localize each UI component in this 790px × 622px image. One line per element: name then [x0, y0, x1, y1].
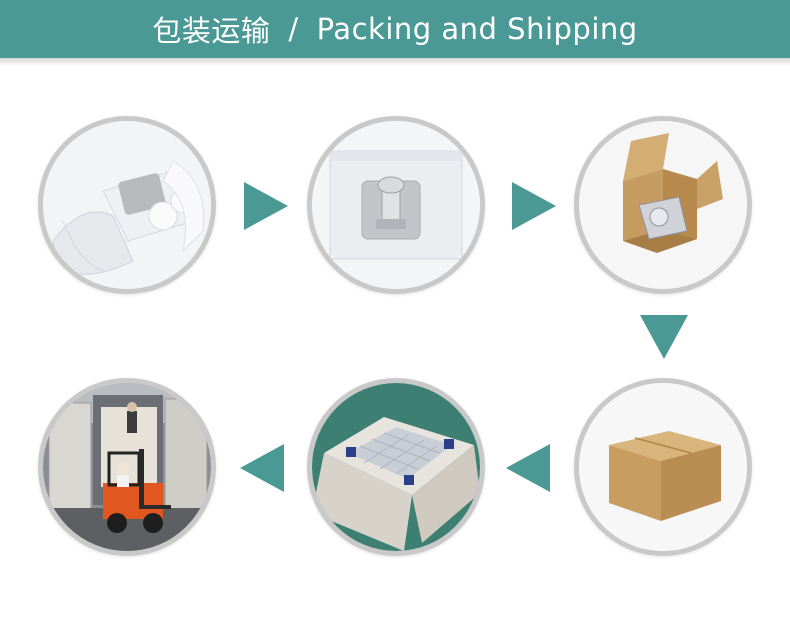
arrow-right-icon [244, 182, 288, 230]
step-wrap-hook [38, 116, 216, 294]
bagged-hook-illustration [312, 121, 480, 289]
step-bagged-hook [307, 116, 485, 294]
closed-box-illustration [579, 383, 747, 551]
step-container-loading-image [43, 383, 211, 551]
arrow-down-icon [640, 315, 688, 359]
carton-packing-illustration [312, 383, 480, 551]
wrap-hook-illustration [43, 121, 211, 289]
title-separator: / [288, 12, 299, 46]
step-single-box [574, 116, 752, 294]
step-container-loading [38, 378, 216, 556]
step-sealed-box-image [579, 383, 747, 551]
step-carton-packing [307, 378, 485, 556]
header-shadow [0, 58, 790, 66]
step-carton-packing-image [312, 383, 480, 551]
header-banner: 包装运输 / Packing and Shipping [0, 0, 790, 58]
arrow-left-icon [506, 444, 550, 492]
title-chinese: 包装运输 [152, 14, 271, 48]
arrow-right-icon [512, 182, 556, 230]
step-single-box-image [579, 121, 747, 289]
step-bagged-hook-image [312, 121, 480, 289]
arrow-left-icon [240, 444, 284, 492]
forklift-container-illustration [43, 383, 211, 551]
step-sealed-box [574, 378, 752, 556]
step-wrap-hook-image [43, 121, 211, 289]
open-box-illustration [579, 121, 747, 289]
title-english: Packing and Shipping [316, 12, 638, 46]
